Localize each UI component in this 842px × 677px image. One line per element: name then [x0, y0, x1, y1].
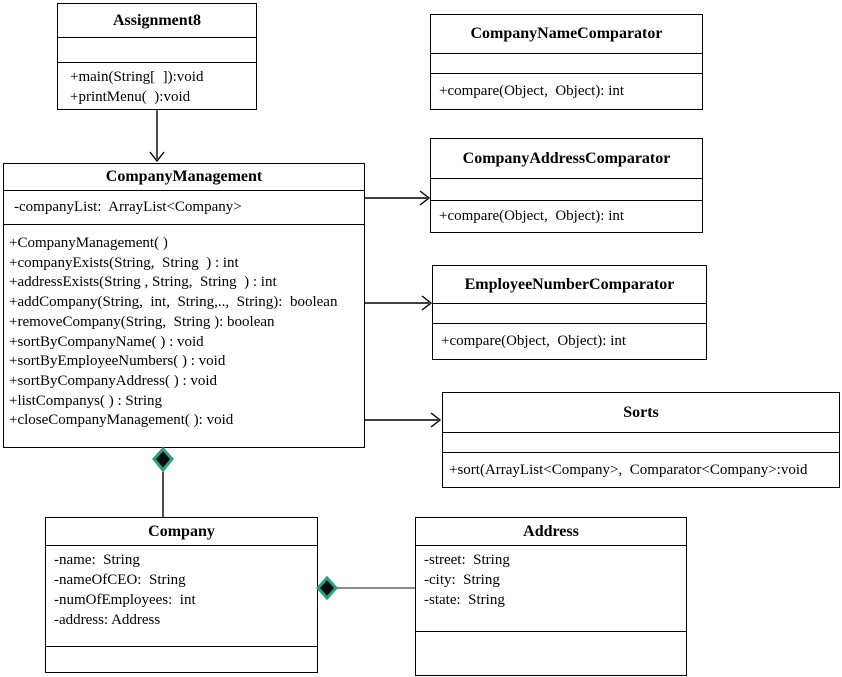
attribute-line: -companyList: ArrayList<Company> [14, 199, 242, 215]
dependency-arrow-assignment8-to-companymanagement [149, 110, 165, 163]
arrowhead-icon [419, 190, 431, 206]
attributes-section [431, 54, 702, 74]
arrowhead-icon [149, 151, 165, 163]
composition-companymanagement-company [152, 446, 174, 517]
class-box-employeenumbercomparator: EmployeeNumberComparator +compare(Object… [432, 265, 707, 360]
attributes-section: -name: String -nameOfCEO: String -numOfE… [46, 546, 317, 647]
dependency-arrow-companymanagement-to-employeenumbercomparator [365, 295, 433, 311]
method-line: +addCompany(String, int, String,.., Stri… [9, 294, 338, 311]
class-title: CompanyManagement [4, 164, 364, 191]
method-line: +addressExists(String , String, String )… [9, 274, 277, 291]
method-line: +companyExists(String, String ) : int [9, 254, 239, 271]
methods-section: +CompanyManagement( ) +companyExists(Str… [4, 225, 364, 447]
methods-section: +sort(ArrayList<Company>, Comparator<Com… [443, 453, 839, 487]
class-box-sorts: Sorts +sort(ArrayList<Company>, Comparat… [442, 392, 840, 488]
method-line: +compare(Object, Object): int [441, 333, 627, 349]
class-title: Address [416, 518, 686, 546]
class-title: CompanyNameComparator [431, 15, 702, 54]
method-line: +removeCompany(String, String ): boolean [9, 313, 275, 330]
dependency-arrow-companymanagement-to-companyaddresscomparator [365, 190, 431, 206]
attribute-line: -name: String [54, 552, 140, 568]
class-title: CompanyAddressComparator [431, 139, 702, 179]
attribute-line: -numOfEmployees: int [54, 592, 196, 608]
class-box-companynamecomparator: CompanyNameComparator +compare(Object, O… [430, 14, 703, 110]
class-title: Sorts [443, 393, 839, 433]
attributes-section [433, 304, 706, 324]
class-box-companymanagement: CompanyManagement -companyList: ArrayLis… [3, 163, 365, 448]
method-line: +compare(Object, Object): int [439, 83, 625, 99]
method-line: +sort(ArrayList<Company>, Comparator<Com… [449, 461, 808, 478]
methods-section [46, 647, 317, 672]
arrowhead-icon [430, 412, 442, 428]
class-title: Company [46, 518, 317, 546]
class-title: EmployeeNumberComparator [433, 266, 706, 304]
method-line: +sortByEmployeeNumbers( ) : void [9, 353, 226, 370]
composition-diamond-icon [315, 575, 339, 601]
method-line: +main(String[ ]):void [70, 69, 204, 85]
method-line: +sortByCompanyName( ) : void [9, 333, 204, 350]
methods-section: +compare(Object, Object): int [431, 201, 702, 232]
class-box-assignment8: Assignment8 +main(String[ ]):void +print… [57, 3, 257, 110]
methods-section: +compare(Object, Object): int [433, 324, 706, 359]
method-line: +CompanyManagement( ) [9, 235, 168, 251]
method-line: +closeCompanyManagement( ): void [9, 412, 234, 429]
composition-diamond-icon [152, 446, 174, 473]
method-line: +listCompanys( ) : String [9, 392, 163, 409]
attribute-line: -street: String [424, 552, 510, 568]
attributes-section [431, 179, 702, 201]
class-box-address: Address -street: String -city: String -s… [415, 517, 687, 676]
attribute-line: -address: Address [54, 612, 161, 628]
dependency-arrow-companymanagement-to-sorts [365, 412, 442, 428]
methods-section [416, 632, 686, 675]
attributes-section [443, 433, 839, 453]
attributes-section: -street: String -city: String -state: St… [416, 546, 686, 632]
class-box-company: Company -name: String -nameOfCEO: String… [45, 517, 318, 673]
method-line: +compare(Object, Object): int [439, 208, 625, 224]
method-line: +printMenu( ):void [70, 89, 191, 105]
methods-section: +compare(Object, Object): int [431, 74, 702, 109]
arrowhead-icon [421, 295, 433, 311]
class-title: Assignment8 [58, 4, 256, 38]
composition-company-address [315, 575, 415, 601]
attributes-section [58, 38, 256, 63]
attributes-section: -companyList: ArrayList<Company> [4, 191, 364, 225]
method-line: +sortByCompanyAddress( ) : void [9, 372, 218, 389]
attribute-line: -city: String [424, 572, 500, 588]
class-box-companyaddresscomparator: CompanyAddressComparator +compare(Object… [430, 138, 703, 233]
attribute-line: -state: String [424, 592, 505, 608]
attribute-line: -nameOfCEO: String [54, 572, 186, 588]
methods-section: +main(String[ ]):void +printMenu( ):void [58, 63, 256, 109]
